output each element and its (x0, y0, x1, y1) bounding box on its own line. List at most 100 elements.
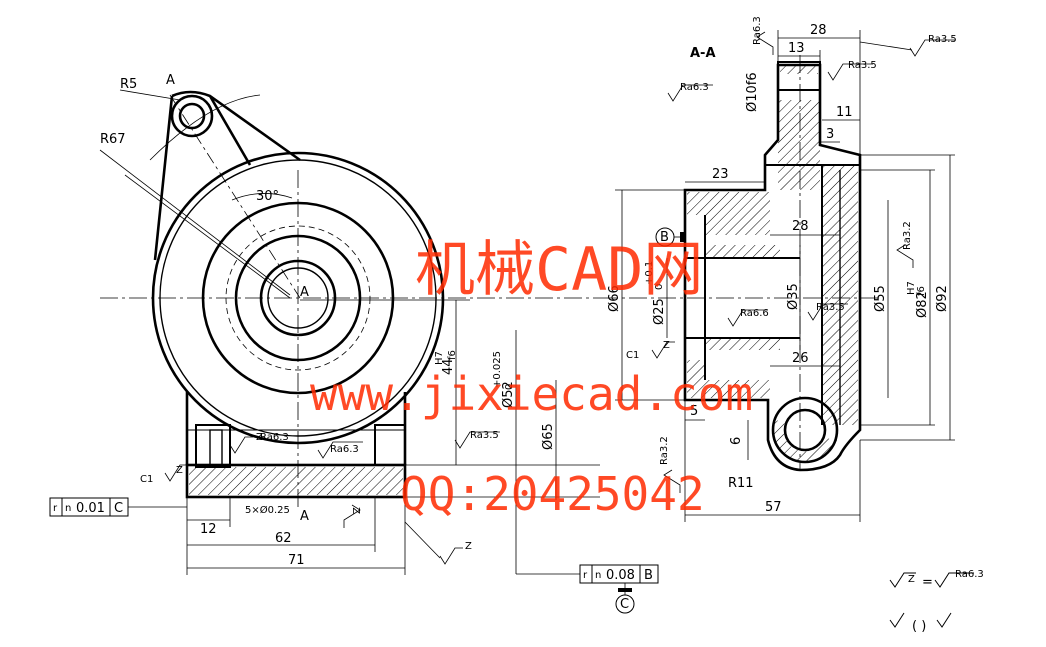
leader-z (404, 521, 441, 559)
r67-leader-2 (124, 174, 291, 299)
bottom-boss-inner (783, 408, 827, 452)
inner-circle (267, 267, 329, 329)
legend-line2: ( ) (912, 619, 926, 634)
boss-circle (234, 234, 362, 362)
tol-left-value: 0.01 (76, 501, 105, 516)
watermark-title: 机械CAD网 (415, 235, 703, 305)
dim-phi82-fit-up: H7 (906, 281, 917, 295)
dim-phi55-label: Ø55 (873, 285, 888, 312)
roughness-legend (889, 572, 974, 628)
dim-6-label: 6 (729, 437, 744, 445)
bore-circle (259, 259, 337, 337)
radius-r5: R5 (120, 77, 137, 92)
arm-hole-outer (170, 94, 214, 138)
tol-left-symbol2: n (65, 503, 71, 514)
bottom-boss-hatch (773, 420, 837, 463)
roughness-ra66-inner (727, 309, 768, 327)
base-outline (185, 463, 407, 499)
dim-28-mid-label: 28 (792, 219, 809, 234)
watermark-url: www.jixiecad.com (310, 367, 753, 421)
dim-c1-left: C1 (140, 474, 153, 485)
roughness-ra35-inner (807, 303, 848, 321)
ra63-left-label: Ra6.3 (260, 432, 289, 443)
leader-ra35-right-top (859, 41, 913, 51)
dim-52-tol-lo: 0 (504, 384, 515, 390)
arm-outline (153, 90, 301, 261)
z-vertical: Z (352, 507, 363, 514)
dim-57-label: 57 (765, 500, 782, 515)
radius-r11: R11 (728, 476, 754, 491)
tol-bottom-value: 0.08 (606, 568, 635, 583)
boss-hatch (778, 100, 820, 190)
r67-arc (149, 94, 261, 161)
section-label: A-A (690, 46, 716, 61)
dim-phi66-label: Ø66 (607, 285, 622, 312)
angle-30: 30° (256, 189, 279, 204)
ra63-top-label: Ra6.3 (680, 82, 709, 93)
roughness-ra35-right-top (909, 39, 955, 57)
watermark-qq: QQ:20425042 (400, 467, 705, 521)
roughness-symbol-vertical (343, 504, 361, 528)
z-bottom: Z (465, 541, 472, 552)
dim-44-lower: f6 (447, 350, 458, 360)
legend-ra: Ra6.3 (955, 569, 984, 580)
legend-z: Z (908, 574, 915, 585)
inner-hub-hatch (705, 245, 780, 258)
dim-52-label: Ø52 (501, 381, 516, 408)
roughness-ra35-boss (827, 63, 873, 81)
roughness-symbol-z (439, 547, 463, 565)
datum-b-marker (680, 232, 686, 242)
ra35-inner-label: Ra3.5 (816, 302, 845, 313)
dim-65-label: Ø65 (541, 423, 556, 450)
dim-71-label: 71 (288, 553, 305, 568)
tol-bottom-symbol2: n (595, 570, 601, 581)
legend-equals: = (922, 575, 933, 590)
dim-26-label: 26 (792, 351, 809, 366)
tolerance-frame-left (49, 497, 129, 517)
tolerance-frame-bottom (579, 564, 659, 584)
base-slot-inner (209, 429, 223, 468)
dim-phi92-label: Ø92 (935, 285, 950, 312)
r5-leader (119, 89, 181, 101)
datum-c (615, 582, 635, 614)
dim-phi25-label: Ø25 (652, 298, 667, 325)
section-view (600, 30, 955, 522)
z-right: Z (663, 340, 670, 351)
base-slot (195, 424, 231, 468)
dim-phi82-label: Ø82 (915, 291, 930, 318)
ra63-b-label: Ra6.3 (330, 444, 359, 455)
dim-c1-right: C1 (626, 350, 639, 361)
mid-circle (201, 201, 395, 395)
ra32-bottom-label: Ra3.2 (659, 436, 670, 465)
inner-hub-hatch-2 (705, 338, 780, 350)
boss-top (777, 61, 821, 91)
dim-phi10-label: Ø10f6 (745, 72, 760, 112)
outer-flange-circle (151, 151, 445, 445)
roughness-symbol-base (229, 436, 253, 454)
dim-44-label: 44 (441, 358, 456, 375)
roughness-ra32-bottom (663, 469, 681, 493)
base-hatch (189, 467, 403, 495)
dim-62-label: 62 (275, 531, 292, 546)
hidden-circle (225, 225, 371, 371)
wall-hatch-top (687, 192, 770, 235)
dim-phi35-label: Ø35 (786, 283, 801, 310)
ra35-left-label: Ra3.5 (470, 430, 499, 441)
dim-phi25-tol-up: +0.1 (644, 261, 655, 285)
roughness-ra32-right (896, 244, 914, 268)
dim-23-label: 23 (712, 167, 729, 182)
radius-r67: R67 (100, 132, 126, 147)
tol-bottom-datum: B (644, 568, 653, 583)
dim-phi82-fit-lo: f6 (916, 286, 927, 296)
angle-arc (231, 193, 293, 201)
roughness-symbol-base-2 (317, 441, 363, 459)
dim-13-label: 13 (788, 41, 805, 56)
dim-5-label: 5 (690, 404, 698, 419)
datum-label-b: B (660, 230, 669, 245)
datum-label-c: C (620, 597, 629, 612)
dim-phi25-tol-lo: 0 (654, 284, 665, 290)
view-label-a-bottom: A (300, 509, 309, 524)
tol-bottom-symbol: r (583, 570, 588, 581)
ra35-boss-label: Ra3.5 (848, 60, 877, 71)
